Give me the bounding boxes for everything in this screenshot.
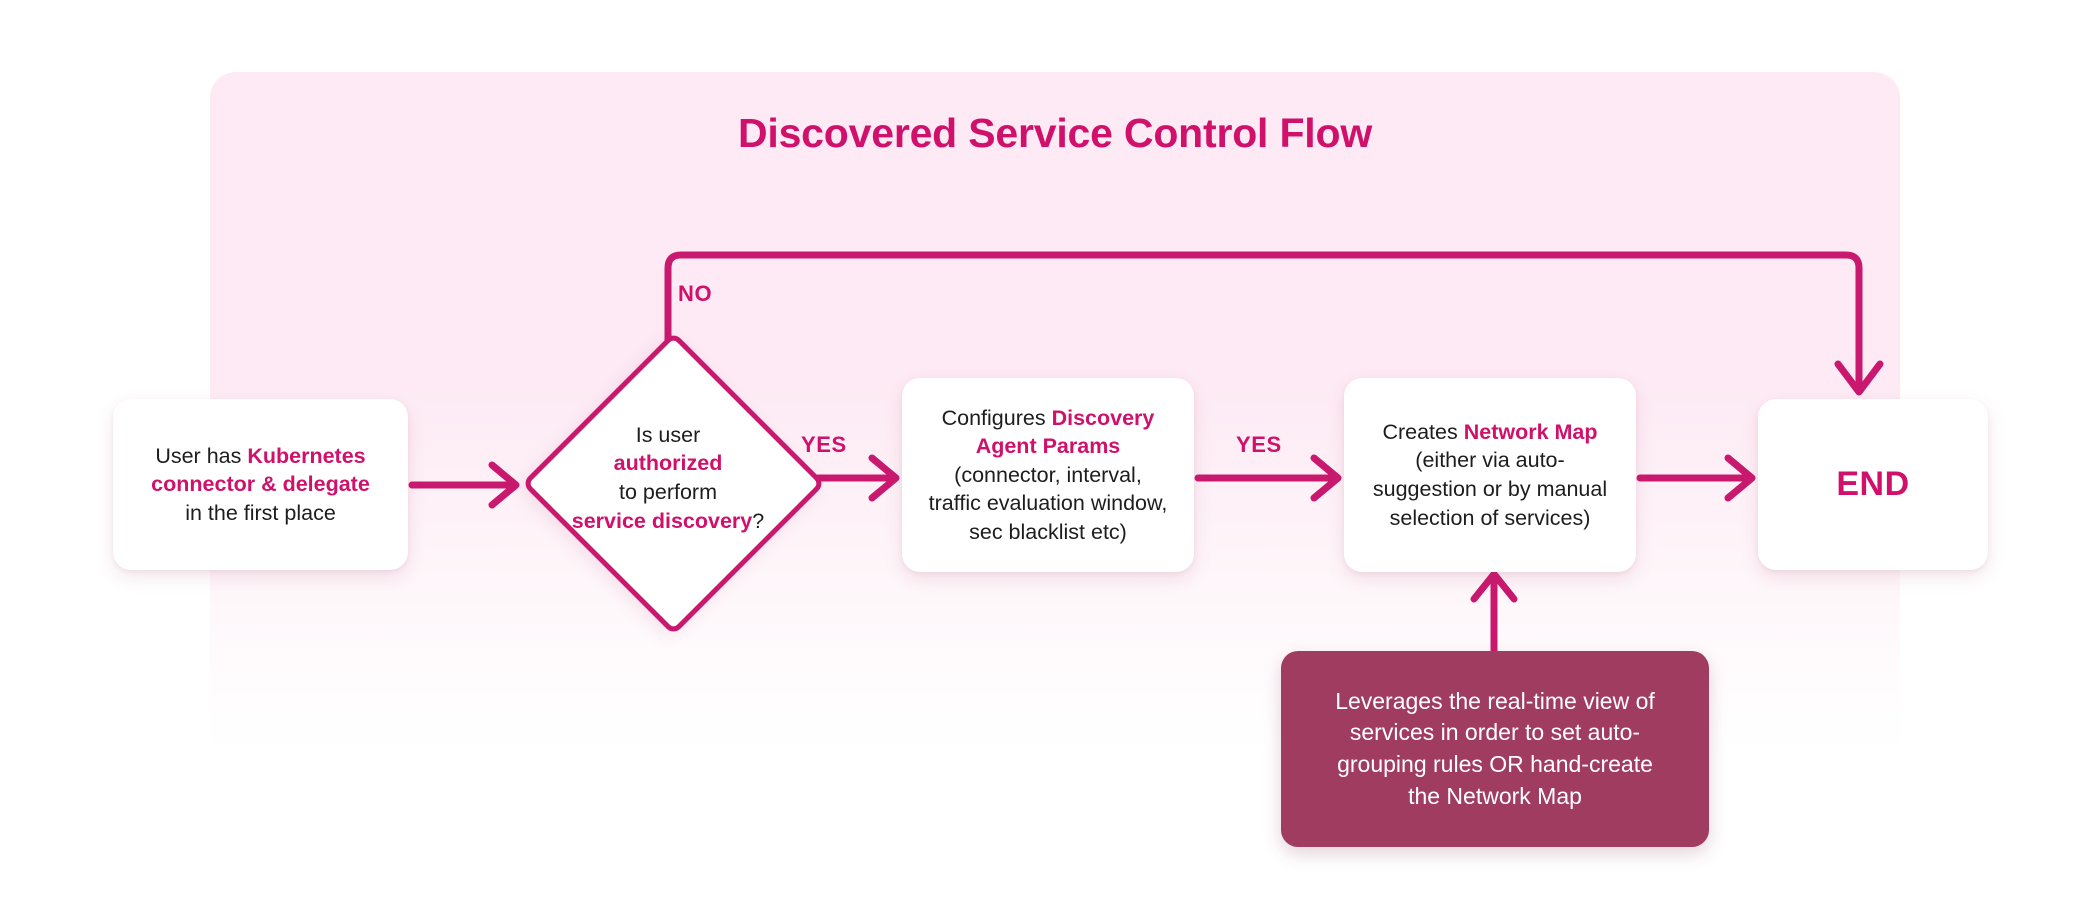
edge-label-yes-2: YES	[1236, 432, 1282, 457]
node-creates-network-map[interactable]: Creates Network Map(either via auto-sugg…	[1344, 378, 1636, 572]
node-map-text: Creates Network Map(either via auto-sugg…	[1372, 419, 1608, 530]
diagram-title: Discovered Service Control Flow	[737, 110, 1373, 156]
edge-label-yes-1: YES	[801, 432, 847, 457]
edge-label-no: NO	[678, 281, 713, 306]
node-end-label: END	[1836, 464, 1910, 503]
node-end[interactable]: END	[1758, 399, 1988, 570]
